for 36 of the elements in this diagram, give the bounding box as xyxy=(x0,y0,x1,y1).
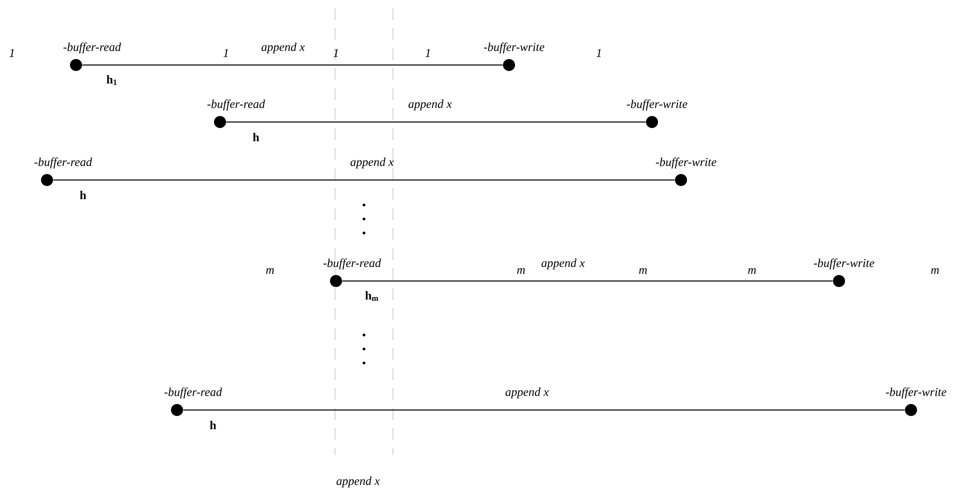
edge-label: append x xyxy=(350,158,394,168)
node-label: -buffer-write xyxy=(484,42,544,54)
line xyxy=(53,179,675,181)
index-label: 1 xyxy=(333,49,338,57)
node-label: -buffer-read xyxy=(63,42,122,54)
index-label: 1 xyxy=(223,49,228,57)
head-label: h xyxy=(80,190,86,200)
index-label: m xyxy=(639,268,647,274)
node-label: -buffer-read xyxy=(207,100,266,110)
index-label: m xyxy=(748,268,756,274)
index-label: m xyxy=(931,268,939,274)
head-label: h$_{m}$ xyxy=(365,291,378,301)
edge-label: append x xyxy=(262,42,305,54)
index-label: m xyxy=(266,268,274,274)
head-label: h xyxy=(210,420,216,430)
node-label: -buffer-write xyxy=(814,258,874,270)
node-label: -buffer-read xyxy=(164,387,222,398)
line xyxy=(226,121,646,123)
node-label: -buffer-write xyxy=(656,157,716,168)
line xyxy=(183,409,905,411)
line xyxy=(342,280,833,282)
index-label: append x xyxy=(336,476,380,488)
edge-label: append x xyxy=(542,258,585,270)
node-label: -buffer-read xyxy=(323,258,382,270)
node-label: -buffer-write xyxy=(626,100,688,110)
line xyxy=(82,64,503,66)
index-label: 1 xyxy=(425,49,430,57)
node-label: -buffer-write xyxy=(886,387,946,398)
index-label: m xyxy=(517,268,525,274)
edge-label: append x xyxy=(506,388,549,398)
edge-label: append x xyxy=(408,100,452,110)
index-label: 1 xyxy=(9,49,14,57)
index-label: 1 xyxy=(596,49,601,57)
head-label: h xyxy=(252,132,260,142)
head-label: h$_{1}$ xyxy=(106,75,117,85)
node-label: -buffer-read xyxy=(34,157,92,168)
